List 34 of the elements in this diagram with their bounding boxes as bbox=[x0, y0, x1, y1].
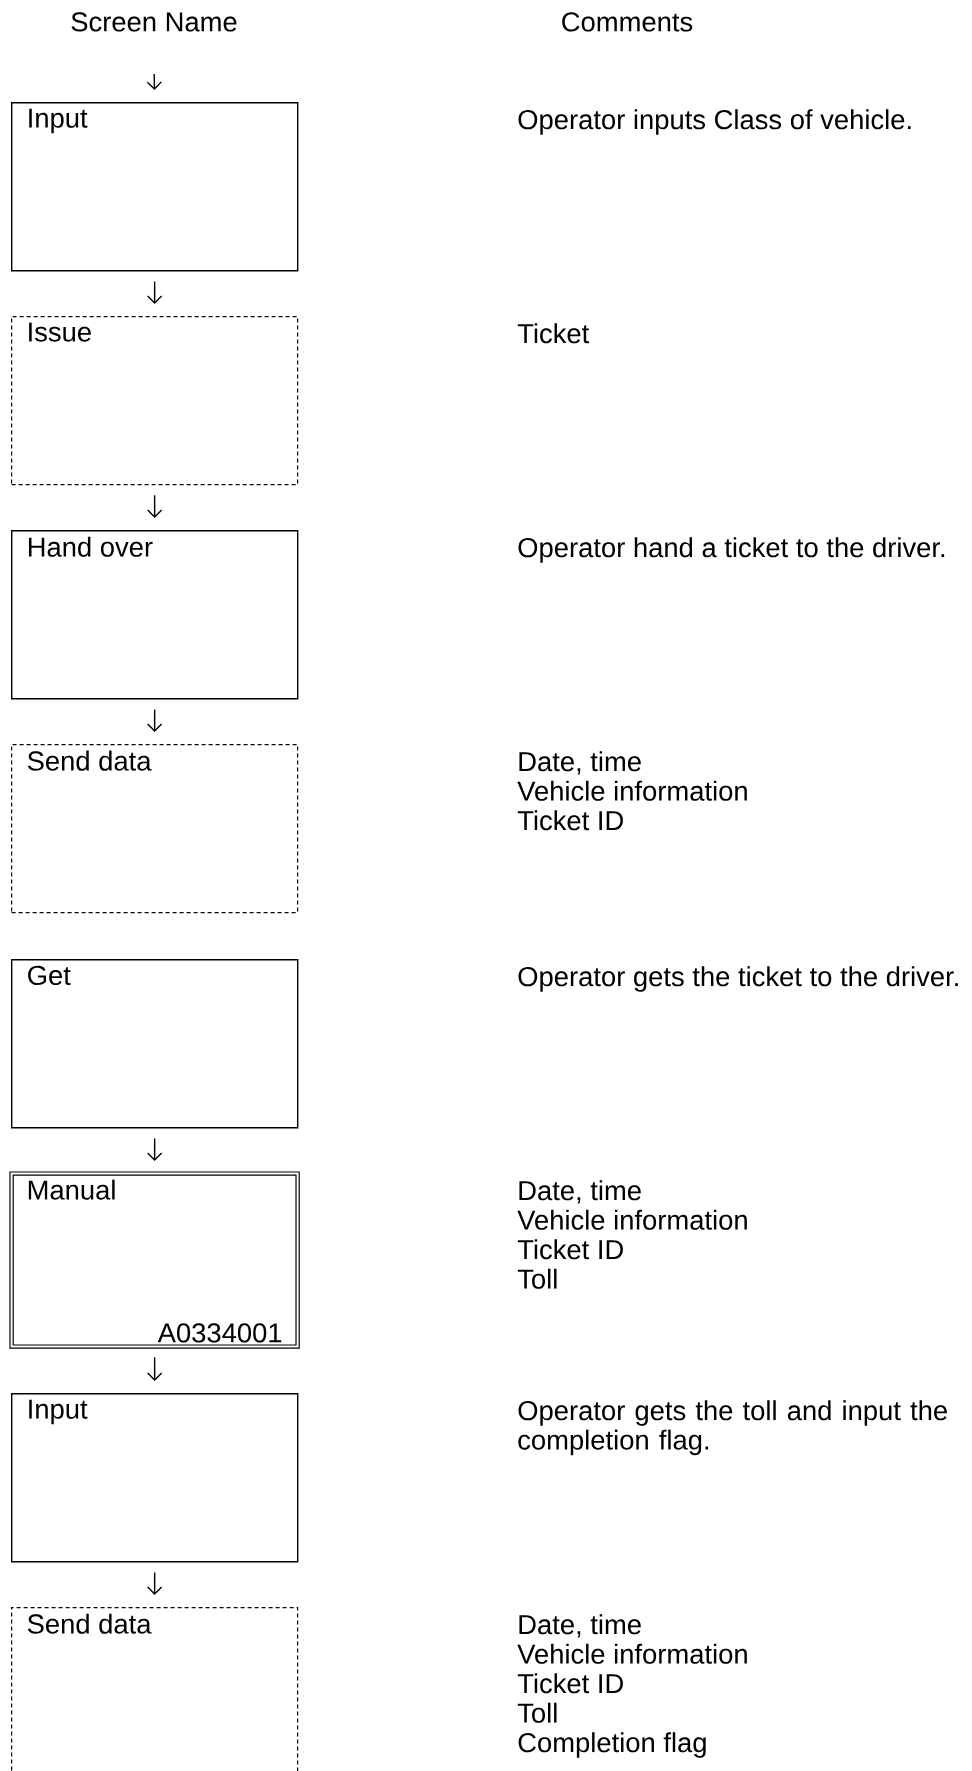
comment-text: Ticket bbox=[517, 323, 590, 344]
comment-text: Ticket ID bbox=[517, 1673, 623, 1694]
comment-text: Toll bbox=[517, 1702, 557, 1723]
screen-box: Get bbox=[11, 959, 299, 1129]
screen-box: Input bbox=[11, 1393, 299, 1563]
comment-text: Date, time bbox=[519, 1180, 641, 1204]
comment-text: Date, time bbox=[519, 751, 641, 775]
dashed-screen-box: Send data bbox=[11, 744, 299, 914]
comment-text: Completion flag bbox=[518, 1732, 706, 1758]
comment-text: Operator inputs Class of vehicle. bbox=[518, 109, 911, 135]
comment-text: Ticket ID bbox=[517, 810, 623, 831]
screen-box: Input bbox=[11, 102, 299, 272]
comment-text: Operator hand a ticket to the driver. bbox=[518, 537, 945, 563]
comment-text: Operator gets the ticket to the driver. bbox=[518, 966, 958, 992]
column-heading: Comments bbox=[562, 12, 693, 32]
comment-text: Vehicle information bbox=[517, 780, 747, 801]
arrow bbox=[146, 1571, 163, 1596]
arrow bbox=[146, 280, 163, 304]
dashed-screen-box: Issue bbox=[11, 316, 299, 486]
arrow bbox=[146, 73, 163, 90]
comment-text: Vehicle information bbox=[517, 1209, 747, 1230]
arrow bbox=[146, 708, 163, 732]
screen-box: Hand over bbox=[11, 530, 299, 700]
comment-text: Date, time bbox=[519, 1614, 641, 1638]
arrow bbox=[146, 1356, 163, 1382]
comment-text: Ticket ID bbox=[517, 1239, 623, 1260]
double-screen-box: Manual A0334001 bbox=[9, 1171, 300, 1349]
comment-text: Vehicle information bbox=[517, 1643, 747, 1664]
column-heading: Screen Name bbox=[71, 12, 237, 32]
comment-text: Operator gets the toll and input the completion flag. bbox=[518, 1400, 947, 1456]
dashed-screen-box: Send data bbox=[11, 1607, 299, 1771]
arrow bbox=[146, 494, 163, 518]
arrow bbox=[146, 1137, 163, 1161]
comment-text: Toll bbox=[517, 1268, 557, 1289]
